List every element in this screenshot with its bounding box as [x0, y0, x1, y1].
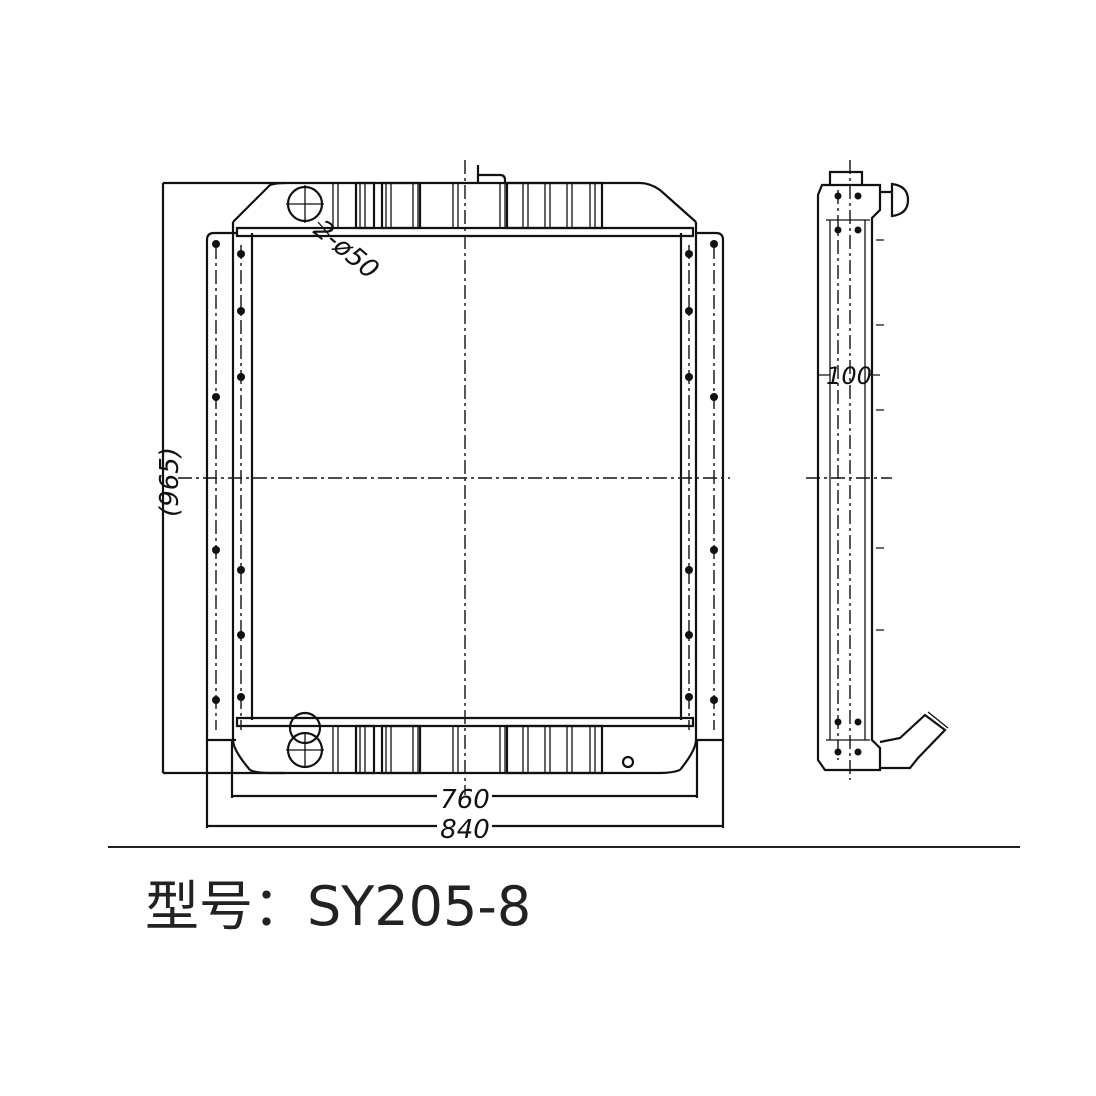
model-label: 型号：SY205-8 — [145, 875, 532, 938]
outlet-pipe — [879, 713, 947, 770]
right-bracket — [696, 231, 725, 742]
inner-width-label: 760 — [440, 785, 490, 815]
left-bracket — [205, 231, 236, 742]
front-view: 2-ø50 — [178, 160, 730, 795]
hole-dimension-label: 2-ø50 — [308, 214, 385, 285]
height-dimension-label: (965) — [155, 447, 185, 517]
filler-neck — [476, 165, 507, 183]
top-tank — [232, 181, 697, 223]
outer-width-label: 840 — [440, 815, 490, 845]
side-view: 100 — [806, 160, 949, 780]
width-dimensions: 760 840 — [205, 740, 725, 845]
side-depth-label: 100 — [826, 362, 872, 390]
pipe-hole-icon — [286, 185, 324, 769]
bottom-tank — [235, 716, 695, 728]
height-dimension: (965) — [155, 181, 285, 775]
